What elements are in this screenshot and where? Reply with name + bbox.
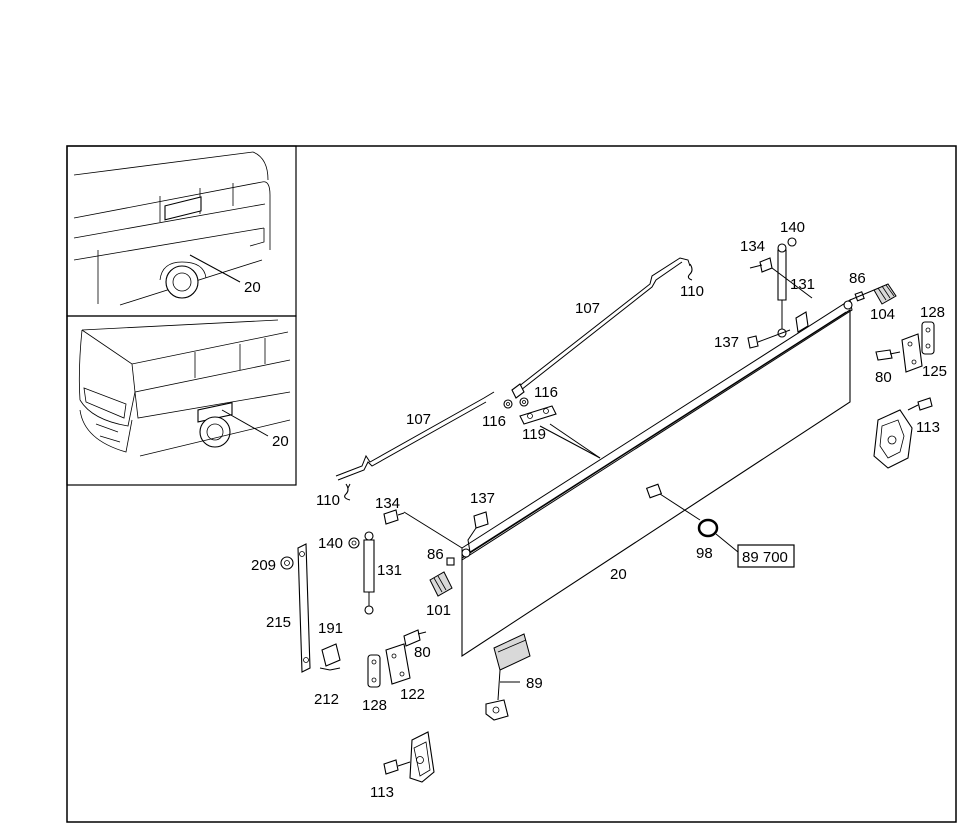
callout-107: 107 xyxy=(406,411,431,428)
callout-80: 80 xyxy=(875,369,892,386)
callout-86: 86 xyxy=(849,270,866,287)
right-hardware xyxy=(849,283,935,469)
inset-bus-side-view: 20 xyxy=(66,145,297,317)
callout-131: 131 xyxy=(790,276,815,293)
callout-110: 110 xyxy=(316,492,340,509)
callout-113: 113 xyxy=(370,784,394,801)
callout-140: 140 xyxy=(318,535,343,552)
callout-20: 20 xyxy=(610,566,627,583)
link-plate-119 xyxy=(503,397,601,459)
callout-98: 98 xyxy=(696,545,713,562)
callout-134: 134 xyxy=(375,495,400,512)
callout-89: 89 xyxy=(526,675,543,692)
gas-strut-upper xyxy=(747,237,813,349)
callout-20: 20 xyxy=(272,433,289,450)
flap-panel xyxy=(461,299,853,658)
callout-131: 131 xyxy=(377,562,402,579)
callout-119: 119 xyxy=(522,426,546,443)
callout-80: 80 xyxy=(414,644,431,661)
callout-116: 116 xyxy=(534,384,558,401)
callout-140: 140 xyxy=(780,219,805,236)
reference-box-label: 89 700 xyxy=(742,549,788,566)
callout-110: 110 xyxy=(680,283,704,300)
callout-128: 128 xyxy=(362,697,387,714)
callout-137: 137 xyxy=(470,490,495,507)
diagram-frame xyxy=(66,145,957,823)
leader-lines xyxy=(347,425,601,489)
callout-212: 212 xyxy=(314,691,339,708)
callout-122: 122 xyxy=(400,686,425,703)
callout-104: 104 xyxy=(870,306,895,323)
callout-209: 209 xyxy=(251,557,276,574)
mid-hardware xyxy=(280,509,489,673)
callout-116: 116 xyxy=(482,413,506,430)
callout-107: 107 xyxy=(575,300,600,317)
callout-113: 113 xyxy=(916,419,940,436)
callout-137: 137 xyxy=(714,334,739,351)
reference-box xyxy=(737,544,795,568)
inset-bus-rear-view: 20 xyxy=(66,315,297,486)
callout-134: 134 xyxy=(740,238,765,255)
linkage-rod-lower xyxy=(335,391,495,501)
callout-125: 125 xyxy=(922,363,947,380)
o-ring-98 xyxy=(659,493,739,553)
callout-20: 20 xyxy=(244,279,261,296)
callout-128: 128 xyxy=(920,304,945,321)
callout-101: 101 xyxy=(426,602,451,619)
callout-215: 215 xyxy=(266,614,291,631)
callout-86: 86 xyxy=(427,546,444,563)
bottom-hardware xyxy=(319,629,531,783)
linkage-rod-upper xyxy=(511,257,693,399)
callout-191: 191 xyxy=(318,620,343,637)
